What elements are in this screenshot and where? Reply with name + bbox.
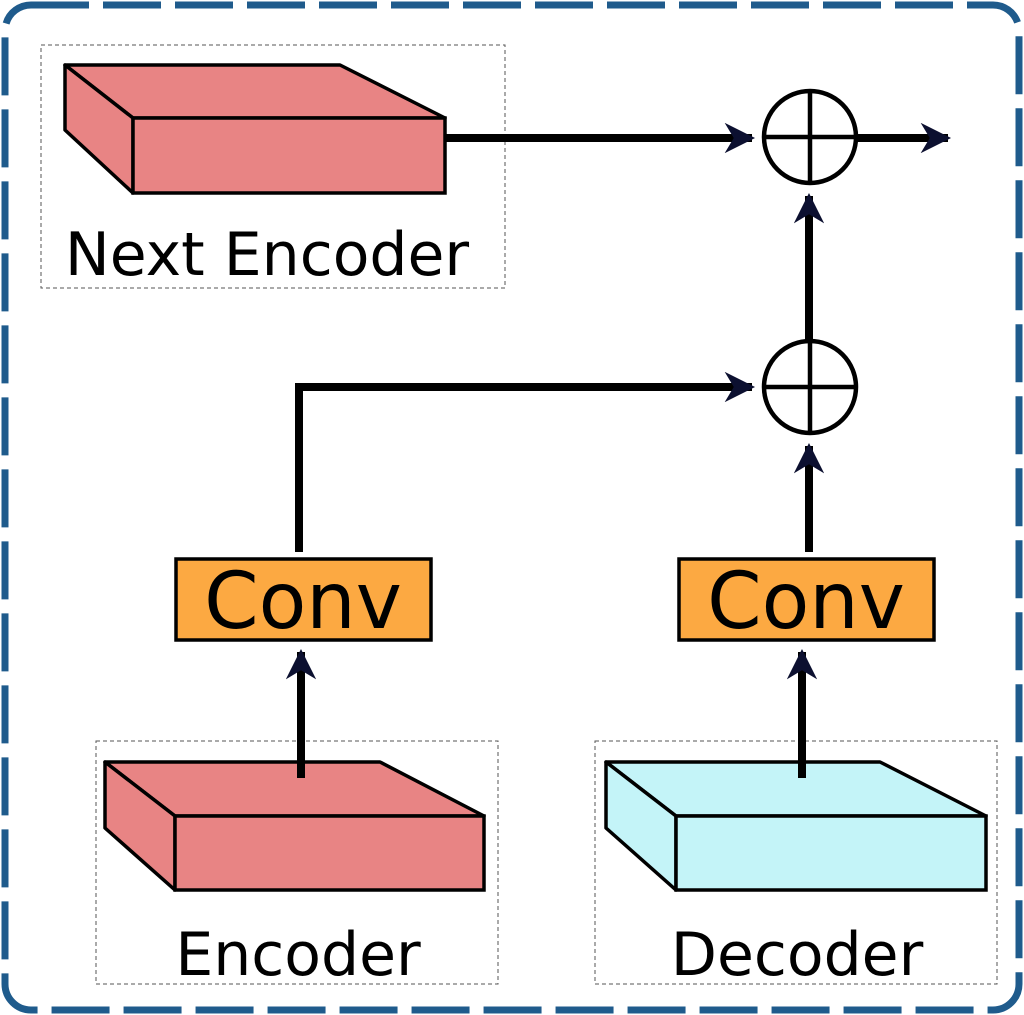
- next-encoder-block: Next Encoder: [40, 44, 506, 290]
- next-encoder-dashed-box: [40, 44, 506, 289]
- next-encoder-label: Next Encoder: [65, 220, 469, 290]
- upper-sum-operator-icon: [761, 88, 859, 186]
- lower-sum-operator-icon: [761, 338, 859, 436]
- connectors: [285, 122, 952, 778]
- encoder-block: Encoder: [95, 740, 499, 990]
- decoder-block: Decoder: [594, 740, 998, 990]
- encoder-label: Encoder: [175, 920, 421, 990]
- conv-left-label: Conv: [204, 557, 402, 647]
- next-encoder-front-face: [131, 116, 447, 195]
- conv-right-box: [677, 557, 936, 642]
- conv-right-block: Conv: [677, 557, 936, 647]
- conv-right-label: Conv: [707, 557, 905, 647]
- decoder-front-face: [674, 814, 988, 892]
- conv-left-block: Conv: [174, 557, 433, 647]
- decoder-label: Decoder: [671, 920, 924, 990]
- conv-left-box: [174, 557, 433, 642]
- encoder-front-face: [173, 814, 486, 892]
- conv-left-to-lower-sum-arrow: [295, 371, 756, 552]
